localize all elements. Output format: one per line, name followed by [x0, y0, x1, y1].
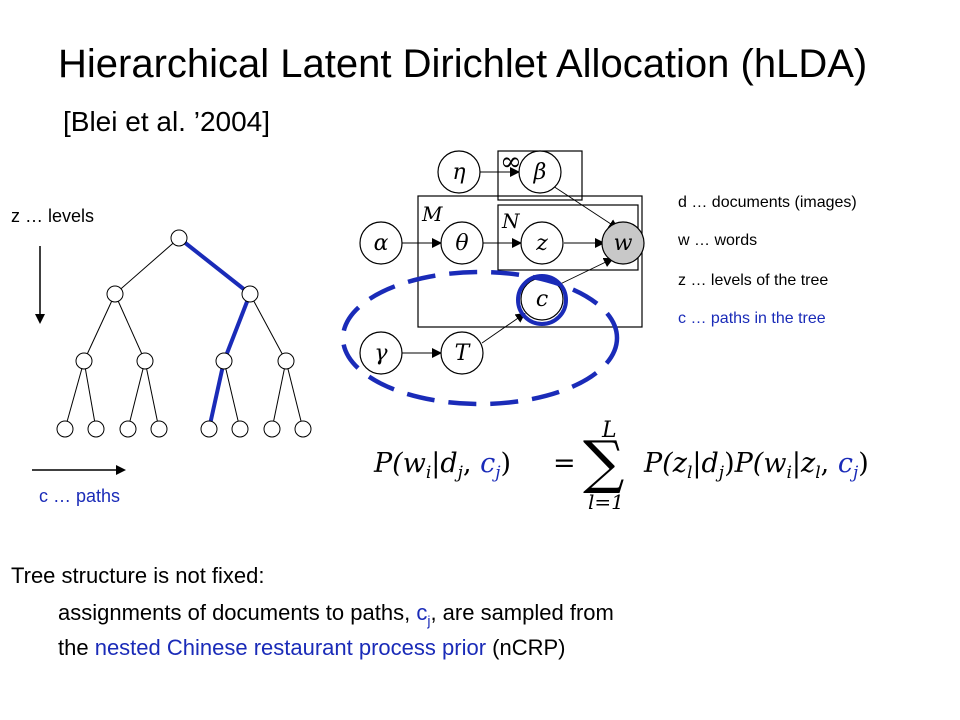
tree-edge — [64, 360, 85, 430]
tree-node — [75, 352, 93, 370]
tree-edge — [285, 360, 304, 430]
tree-node — [241, 285, 259, 303]
legend-w: w … words — [678, 232, 758, 249]
tree-node — [277, 352, 295, 370]
sum-lower-limit: l=1 — [588, 490, 624, 514]
tree-node — [170, 229, 188, 247]
tree-node — [87, 420, 105, 438]
node-gamma — [359, 331, 403, 375]
tree-node — [294, 420, 312, 438]
tree-edge — [249, 293, 287, 362]
legend-c: c … paths in the tree — [678, 310, 826, 327]
levels-label: z … levels — [11, 206, 95, 226]
equation-rhs: P(zl|dj)P(wi|zl, cj) — [644, 448, 869, 483]
tree-edge-path — [177, 236, 252, 296]
tree-node — [136, 352, 154, 370]
label-gamma: γ — [374, 341, 388, 366]
node-eta — [437, 150, 481, 194]
c-highlight-ellipse — [340, 269, 620, 407]
tree-node — [119, 420, 137, 438]
tree-node — [263, 420, 281, 438]
body-line-1: Tree structure is not fixed: — [11, 563, 265, 588]
node-beta — [518, 150, 562, 194]
body-line-2: assignments of documents to paths, cj, a… — [58, 600, 614, 629]
plate-label-N: N — [501, 209, 521, 233]
node-T — [440, 331, 484, 375]
tree-node — [215, 352, 233, 370]
tree-edge — [83, 293, 116, 362]
tree-edge — [114, 237, 180, 295]
label-eta: η — [452, 160, 465, 185]
tree-node — [56, 420, 74, 438]
slide-title: Hierarchical Latent Dirichlet Allocation… — [58, 42, 868, 86]
edge-beta-w — [552, 185, 619, 230]
legend-z: z … levels of the tree — [678, 272, 829, 289]
label-w: w — [614, 231, 633, 256]
tree-edge — [144, 360, 160, 430]
c-highlight-circle — [516, 274, 568, 326]
edge-T-c — [481, 312, 526, 344]
tree-node — [106, 285, 124, 303]
node-z — [520, 221, 564, 265]
body-line-3: the nested Chinese restaurant process pr… — [58, 635, 566, 660]
citation: [Blei et al. ’2004] — [63, 106, 271, 137]
label-T: T — [455, 341, 472, 366]
node-theta — [440, 221, 484, 265]
node-alpha — [359, 221, 403, 265]
tree-edge — [223, 360, 241, 430]
tree-edge — [114, 293, 146, 362]
equation-equals: = — [553, 448, 576, 479]
tree-edge — [271, 360, 287, 430]
label-theta: θ — [455, 231, 468, 256]
label-z: z — [535, 231, 548, 256]
paths-label: c … paths — [39, 486, 121, 506]
sum-sign: ∑ — [583, 428, 625, 496]
plate-M — [417, 195, 643, 328]
node-w — [601, 221, 645, 265]
label-beta: β — [533, 160, 547, 185]
legend-d: d … documents (images) — [678, 194, 857, 211]
graphical-model: η β α θ z w c γ T ∞ M N — [340, 147, 645, 407]
tree-node — [150, 420, 168, 438]
plate-label-M: M — [421, 202, 443, 226]
sum-upper-limit: L — [602, 418, 617, 443]
tree-edge — [127, 360, 146, 430]
tree-edge-path — [222, 293, 252, 362]
label-c: c — [536, 287, 548, 312]
plate-label-infinity: ∞ — [500, 147, 522, 177]
equation-lhs: P(wi|dj, cj) — [374, 448, 512, 483]
tree-edge — [83, 360, 97, 430]
label-alpha: α — [374, 231, 389, 256]
edge-c-w — [553, 257, 614, 288]
tree-edge-path — [207, 360, 226, 430]
tree-node — [200, 420, 218, 438]
tree-node — [231, 420, 249, 438]
